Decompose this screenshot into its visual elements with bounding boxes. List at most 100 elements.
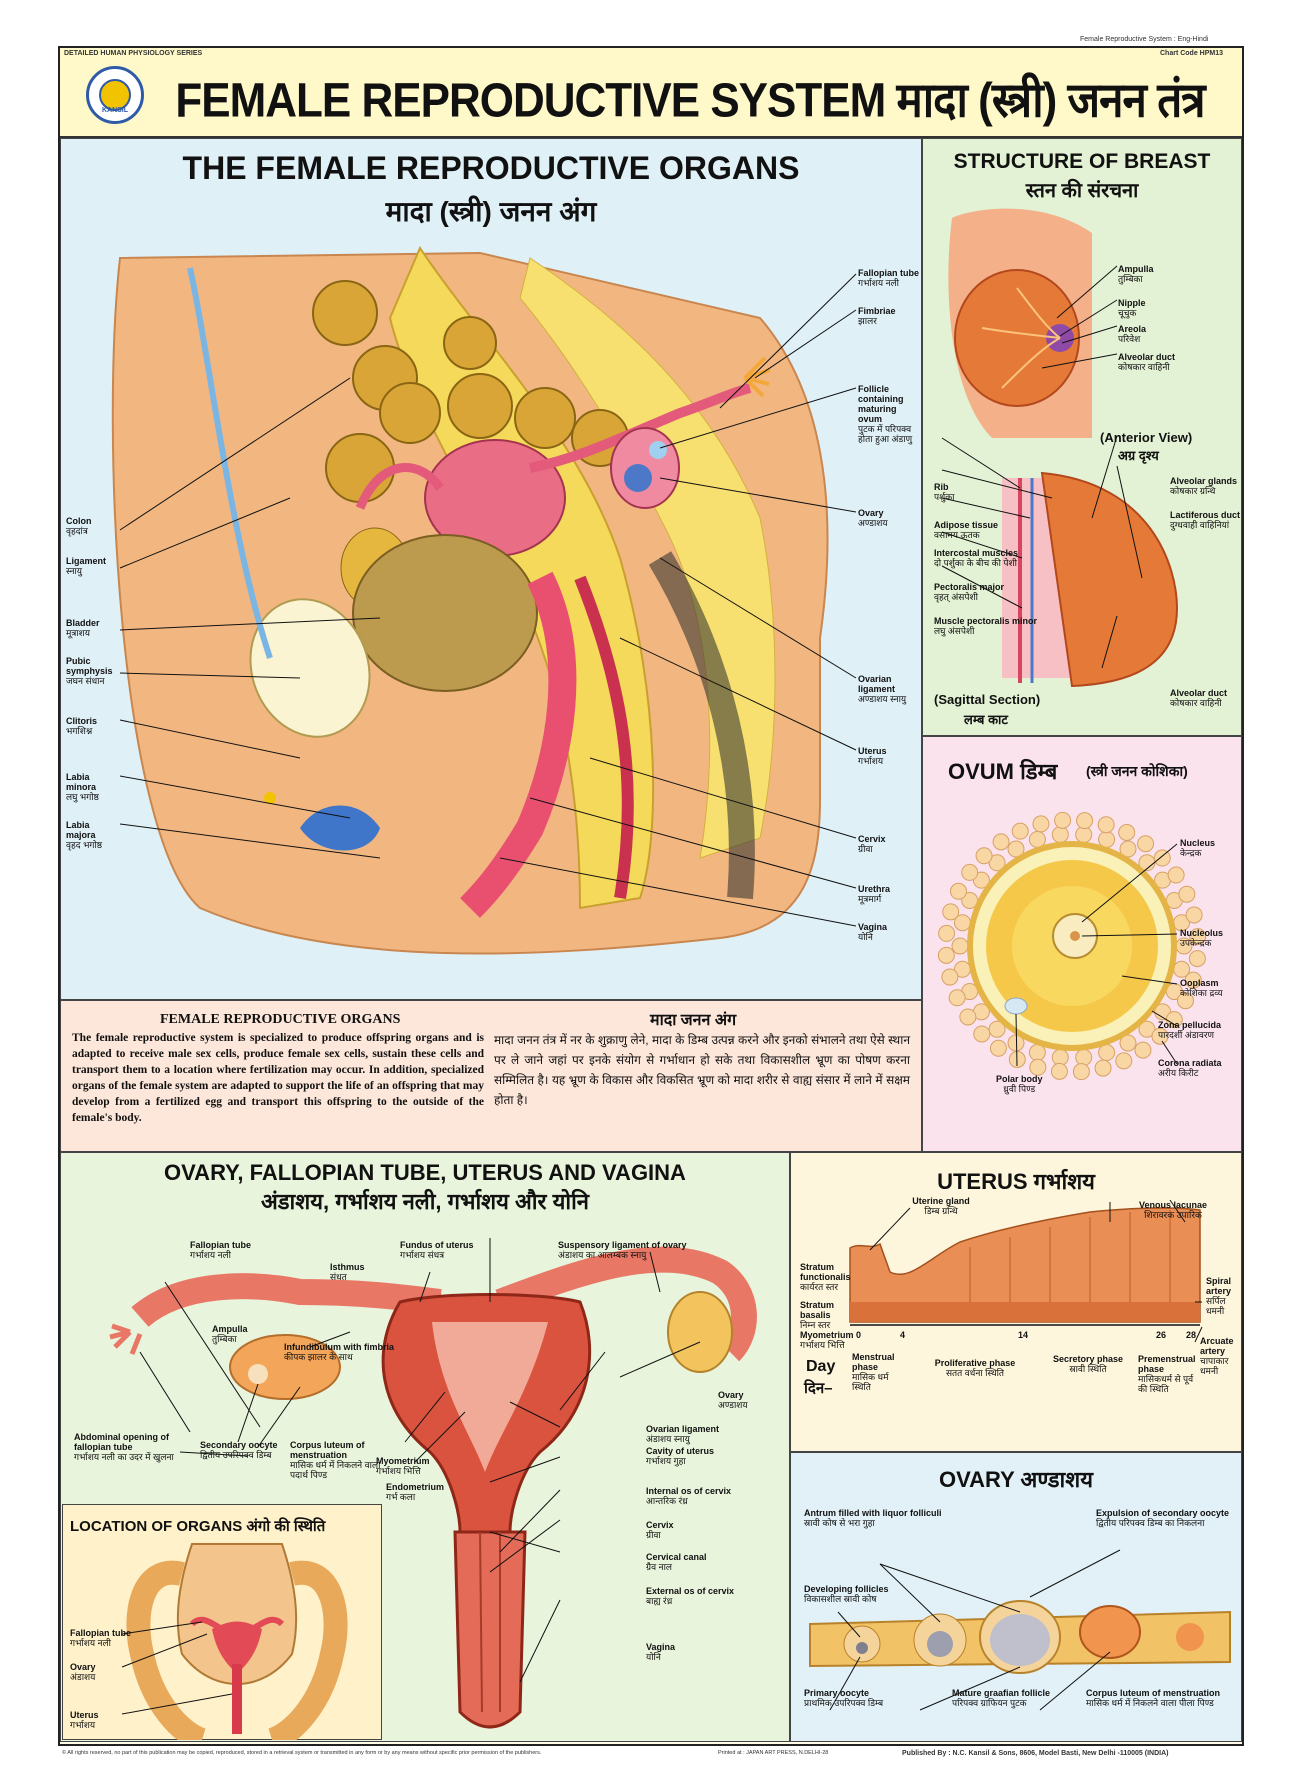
corona-cell bbox=[1076, 812, 1094, 830]
chart-title: FEMALE REPRODUCTIVE SYSTEM मादा (स्त्री)… bbox=[175, 73, 1205, 128]
corona-cell bbox=[1177, 992, 1195, 1010]
description-title-hindi: मादा जनन अंग bbox=[650, 1012, 737, 1029]
breast-title: STRUCTURE OF BREAST bbox=[953, 150, 1211, 173]
corona-cell bbox=[1188, 950, 1206, 968]
corona-cell bbox=[1097, 816, 1115, 834]
footer-publisher: Published By : N.C. Kansil & Sons, 8606,… bbox=[902, 1750, 1169, 1757]
organs-title: THE FEMALE REPRODUCTIVE ORGANS bbox=[182, 150, 800, 186]
ovum-title: OVUM डिम्ब bbox=[948, 759, 1058, 784]
publisher-logo: KANSIL bbox=[86, 66, 144, 124]
corona-cell bbox=[1098, 830, 1116, 848]
corona-cell bbox=[942, 903, 960, 921]
day-tick: 0 bbox=[856, 1330, 862, 1340]
uterus-cycle-illustration bbox=[849, 1199, 1203, 1343]
corona-cell bbox=[1138, 854, 1156, 872]
logo-text: KANSIL bbox=[101, 107, 129, 114]
corona-cell bbox=[972, 871, 990, 889]
corona-cell bbox=[1098, 1044, 1116, 1062]
corona-cell bbox=[988, 854, 1006, 872]
corona-cell bbox=[988, 1020, 1006, 1038]
corona-cell bbox=[1119, 1034, 1137, 1052]
corona-cell bbox=[959, 1008, 977, 1026]
location-illustration bbox=[121, 1543, 348, 1740]
corona-cell bbox=[1151, 1027, 1169, 1045]
corona-cell bbox=[1167, 866, 1185, 884]
ovary-panel bbox=[790, 1452, 1242, 1742]
corona-cell bbox=[1028, 830, 1046, 848]
corona-cell bbox=[938, 924, 956, 942]
footer-rights: © All rights reserved, no part of this p… bbox=[62, 1750, 542, 1756]
corona-cell bbox=[1118, 823, 1136, 841]
corona-cell bbox=[1119, 840, 1137, 858]
corona-cell bbox=[961, 863, 979, 881]
ovum-illustration bbox=[937, 811, 1207, 1081]
corona-cell bbox=[1189, 928, 1207, 946]
description-title-english: FEMALE REPRODUCTIVE ORGANS bbox=[160, 1012, 401, 1027]
anterior-caption: (Anterior View) bbox=[1100, 430, 1193, 445]
location-title: LOCATION OF ORGANS अंगो की स्थिति bbox=[70, 1518, 326, 1535]
sagittal-caption: (Sagittal Section) bbox=[934, 692, 1041, 707]
organs-title-hindi: मादा (स्त्री) जनन अंग bbox=[385, 196, 597, 227]
breast-title-hindi: स्तन की संरचना bbox=[1025, 180, 1139, 202]
anterior-caption-hindi: अग्र दृश्य bbox=[1118, 448, 1159, 463]
corona-cell bbox=[989, 1039, 1007, 1057]
corona-cell bbox=[937, 946, 955, 964]
corona-cell bbox=[1075, 1048, 1093, 1066]
ovary-tube-title: OVARY, FALLOPIAN TUBE, UTERUS AND VAGINA bbox=[164, 1160, 686, 1185]
ovary-illustration bbox=[809, 1549, 1231, 1711]
corona-cell bbox=[951, 937, 969, 955]
corona-cell bbox=[1115, 1052, 1133, 1070]
organs-illustration bbox=[111, 245, 829, 955]
organs-leader-lines bbox=[119, 273, 857, 927]
corona-cell bbox=[1029, 1058, 1047, 1076]
corona-cell bbox=[1178, 885, 1196, 903]
chart-code: Chart Code HPM13 bbox=[1160, 50, 1224, 57]
day-label-hindi: दिन– bbox=[804, 1380, 833, 1397]
header-topright: Female Reproductive System : Eng-Hindi bbox=[1080, 36, 1209, 43]
corona-cell bbox=[1184, 971, 1202, 989]
ovum-title-hindi: (स्त्री जनन कोशिका) bbox=[1086, 763, 1188, 779]
description-hindi: मादा जनन तंत्र में नर के शुक्राणु लेने, … bbox=[494, 1033, 910, 1107]
